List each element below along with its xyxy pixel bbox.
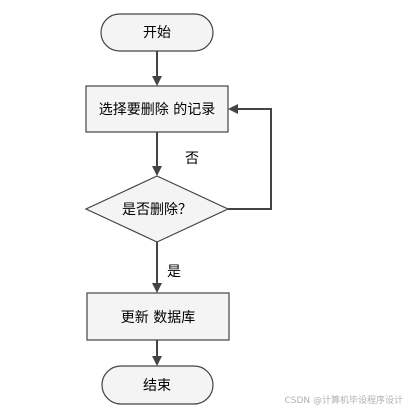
update-database-node: 更新 数据库 [86,292,230,341]
arrowhead [152,283,162,293]
end-label: 结束 [143,378,171,394]
start-node: 开始 [100,13,214,52]
start-label: 开始 [143,25,171,41]
decision-label: 是否删除？ [122,202,192,218]
arrowhead [152,166,162,176]
select-record-node: 选择要删除 的记录 [85,85,229,133]
end-node: 结束 [101,365,214,405]
edge-decision-to-update [152,242,162,293]
edge-no-loop [228,104,272,210]
arrowhead [152,356,162,366]
select-record-process-shape [85,85,229,133]
watermark-text: CSDN @计算机毕设程序设计 [284,394,403,406]
edge-select-to-decision [152,132,162,176]
end-terminator-shape [101,365,214,405]
select-record-label: 选择要删除 的记录 [99,102,215,118]
arrowhead [228,104,238,114]
edge-update-to-end [152,340,162,366]
update-database-label: 更新 数据库 [121,310,195,326]
decision-node: 是否删除？ [84,175,230,243]
edge-start-to-select [152,51,162,86]
arrowhead [152,76,162,86]
update-database-process-shape [86,292,230,341]
yes-label: 是 [167,264,181,280]
no-label: 否 [185,151,199,167]
